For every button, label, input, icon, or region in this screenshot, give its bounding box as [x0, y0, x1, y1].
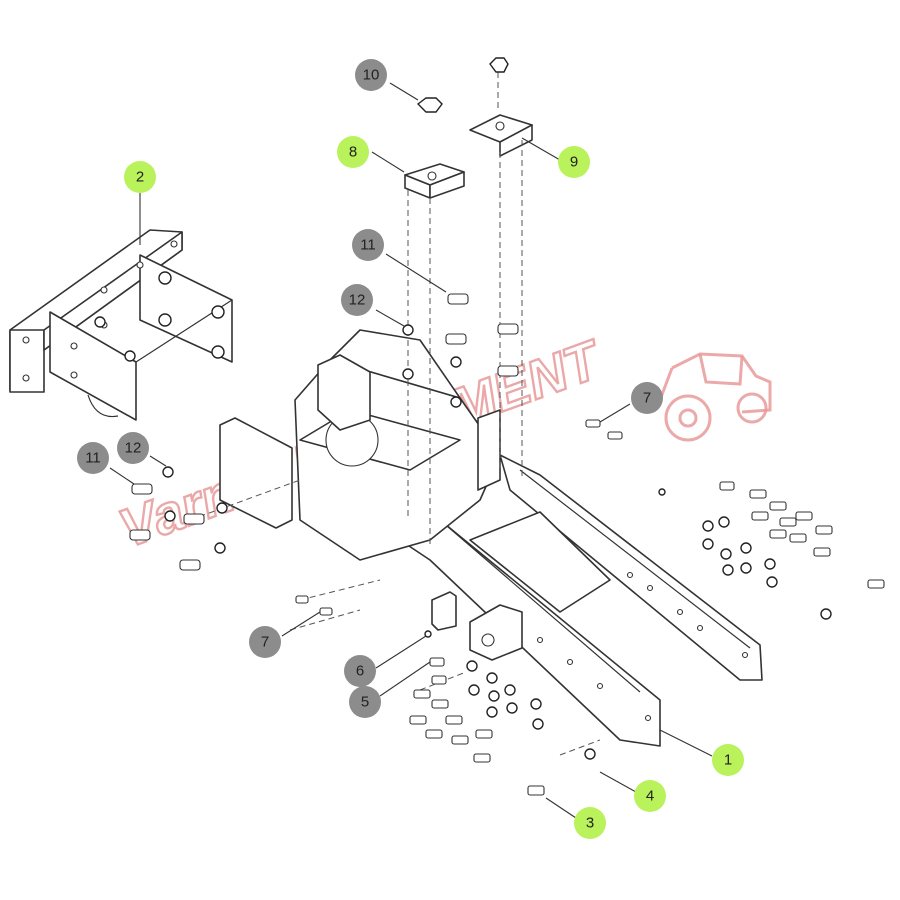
callout-11-left: 11 [77, 442, 109, 474]
callout-1-label: 1 [724, 752, 732, 769]
callout-2-badge [124, 161, 156, 193]
leader-lines [109, 82, 713, 819]
callout-6: 6 [344, 655, 376, 687]
main-frame-weldment [219, 329, 763, 747]
front-bracket-weldment [9, 229, 233, 421]
callout-8-label: 8 [349, 144, 357, 161]
callout-7-right: 7 [631, 382, 663, 414]
flange-nuts [416, 57, 509, 113]
callout-2: 2 [124, 161, 156, 193]
callout-4: 4 [634, 780, 666, 812]
callout-6-label: 6 [356, 663, 364, 680]
callout-8-badge [337, 136, 369, 168]
mounting-plate-8 [404, 163, 465, 199]
watermark-tractor-logo [658, 352, 772, 442]
callout-11-top-label: 11 [360, 237, 376, 254]
callout-4-label: 4 [646, 788, 654, 805]
callout-12-top-badge [341, 284, 373, 316]
callout-7-left-label: 7 [261, 634, 269, 651]
callout-2-label: 2 [136, 169, 144, 186]
callout-12-left-badge [117, 432, 149, 464]
callout-5: 5 [349, 686, 381, 718]
callout-10: 10 [355, 59, 387, 91]
callout-11-top-badge [352, 229, 384, 261]
callout-10-badge [355, 59, 387, 91]
callout-12-top: 12 [341, 284, 373, 316]
top-bolts-washers [402, 293, 519, 408]
callout-12-left-label: 12 [125, 440, 142, 457]
callout-11-left-badge [77, 442, 109, 474]
callouts: 1 2 3 4 5 6 7 7 [77, 59, 744, 839]
callout-9: 9 [558, 146, 590, 178]
bracket-bolt-heads [94, 271, 225, 362]
far-right-hardware [658, 481, 885, 620]
callout-1-badge [712, 744, 744, 776]
callout-8: 8 [337, 136, 369, 168]
right-bolts-7 [295, 419, 623, 616]
callout-11-top: 11 [352, 229, 384, 261]
callout-3: 3 [574, 807, 606, 839]
callout-11-left-label: 11 [85, 450, 101, 467]
callout-7-left: 7 [249, 626, 281, 658]
callout-3-label: 3 [586, 815, 594, 832]
callout-10-label: 10 [363, 67, 380, 84]
left-bolts-washers [129, 466, 228, 571]
lower-bolt-cluster [409, 630, 596, 796]
callout-3-badge [574, 807, 606, 839]
callout-7-left-badge [249, 626, 281, 658]
callout-12-top-label: 12 [349, 292, 366, 309]
callout-5-label: 5 [361, 694, 369, 711]
callout-9-badge [558, 146, 590, 178]
callout-5-badge [349, 686, 381, 718]
callout-1: 1 [712, 744, 744, 776]
callout-6-badge [344, 655, 376, 687]
callout-7-right-label: 7 [643, 390, 651, 407]
callout-7-right-badge [631, 382, 663, 414]
callout-4-badge [634, 780, 666, 812]
mounting-plate-9 [469, 114, 533, 157]
callout-12-left: 12 [117, 432, 149, 464]
callout-9-label: 9 [570, 154, 578, 171]
